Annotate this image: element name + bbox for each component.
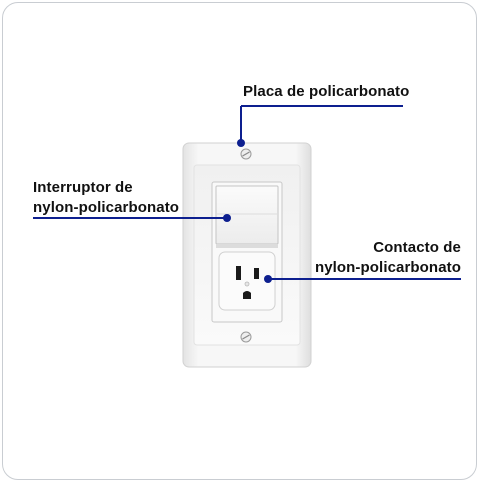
switch-label: Interruptor de nylon-policarbonato [33,178,179,218]
plate-label: Placa de policarbonato [243,83,410,100]
leader-line-switch [33,214,231,222]
outlet-ground-hole [243,291,251,299]
outlet-slot-right [254,268,259,279]
outlet-label-line2: nylon-policarbonato [314,259,461,276]
top-screw-icon [240,148,252,160]
bottom-screw-icon [240,331,252,343]
outlet-slot-left [236,266,241,280]
outlet-label: Contacto de nylon-policarbonato [315,238,461,278]
outlet-receptacle [218,251,276,311]
leader-line-outlet [264,275,461,283]
outlet-label-line1: Contacto de [373,239,461,256]
leader-line-plate [237,105,403,147]
switch-label-line1: Interruptor de [33,179,133,196]
switch-label-line2: nylon-policarbonato [33,199,180,216]
